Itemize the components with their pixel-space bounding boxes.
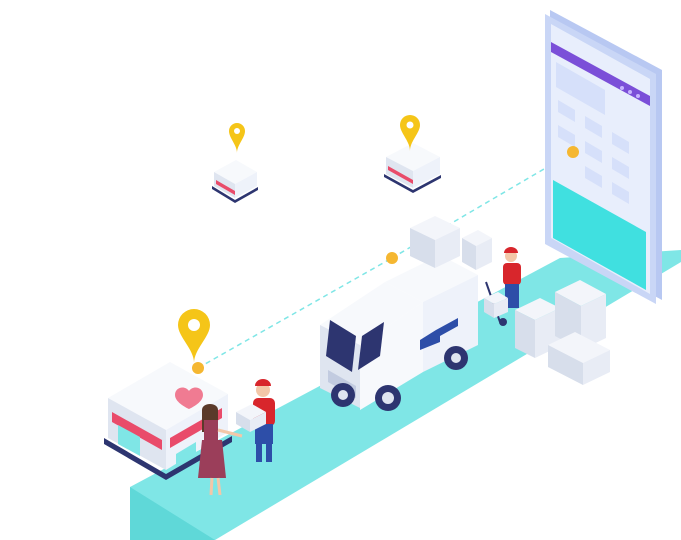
location-pin-icon xyxy=(178,309,210,363)
customer-person xyxy=(198,404,243,496)
waypoint-dot xyxy=(192,362,204,374)
courier-person xyxy=(236,379,275,462)
hand-truck-icon xyxy=(484,281,508,326)
location-pin-icon xyxy=(400,115,420,151)
parcel-stack-back xyxy=(410,216,492,270)
smartphone-tracking-app xyxy=(545,10,662,304)
location-pin-icon xyxy=(229,123,245,153)
route-line xyxy=(197,151,574,369)
van-arrow-icon xyxy=(420,318,458,350)
waypoint-dot xyxy=(386,252,398,264)
phone-waypoint-icon xyxy=(567,146,579,158)
app-tracking-card xyxy=(553,180,646,290)
parcel-box-icon xyxy=(236,404,266,432)
warehouse-worker xyxy=(484,247,521,326)
delivery-van xyxy=(320,252,478,411)
parcel-stack-right xyxy=(515,280,610,385)
app-header-bar xyxy=(551,42,650,106)
store-small-left xyxy=(212,123,258,203)
store-small-middle xyxy=(384,115,441,193)
